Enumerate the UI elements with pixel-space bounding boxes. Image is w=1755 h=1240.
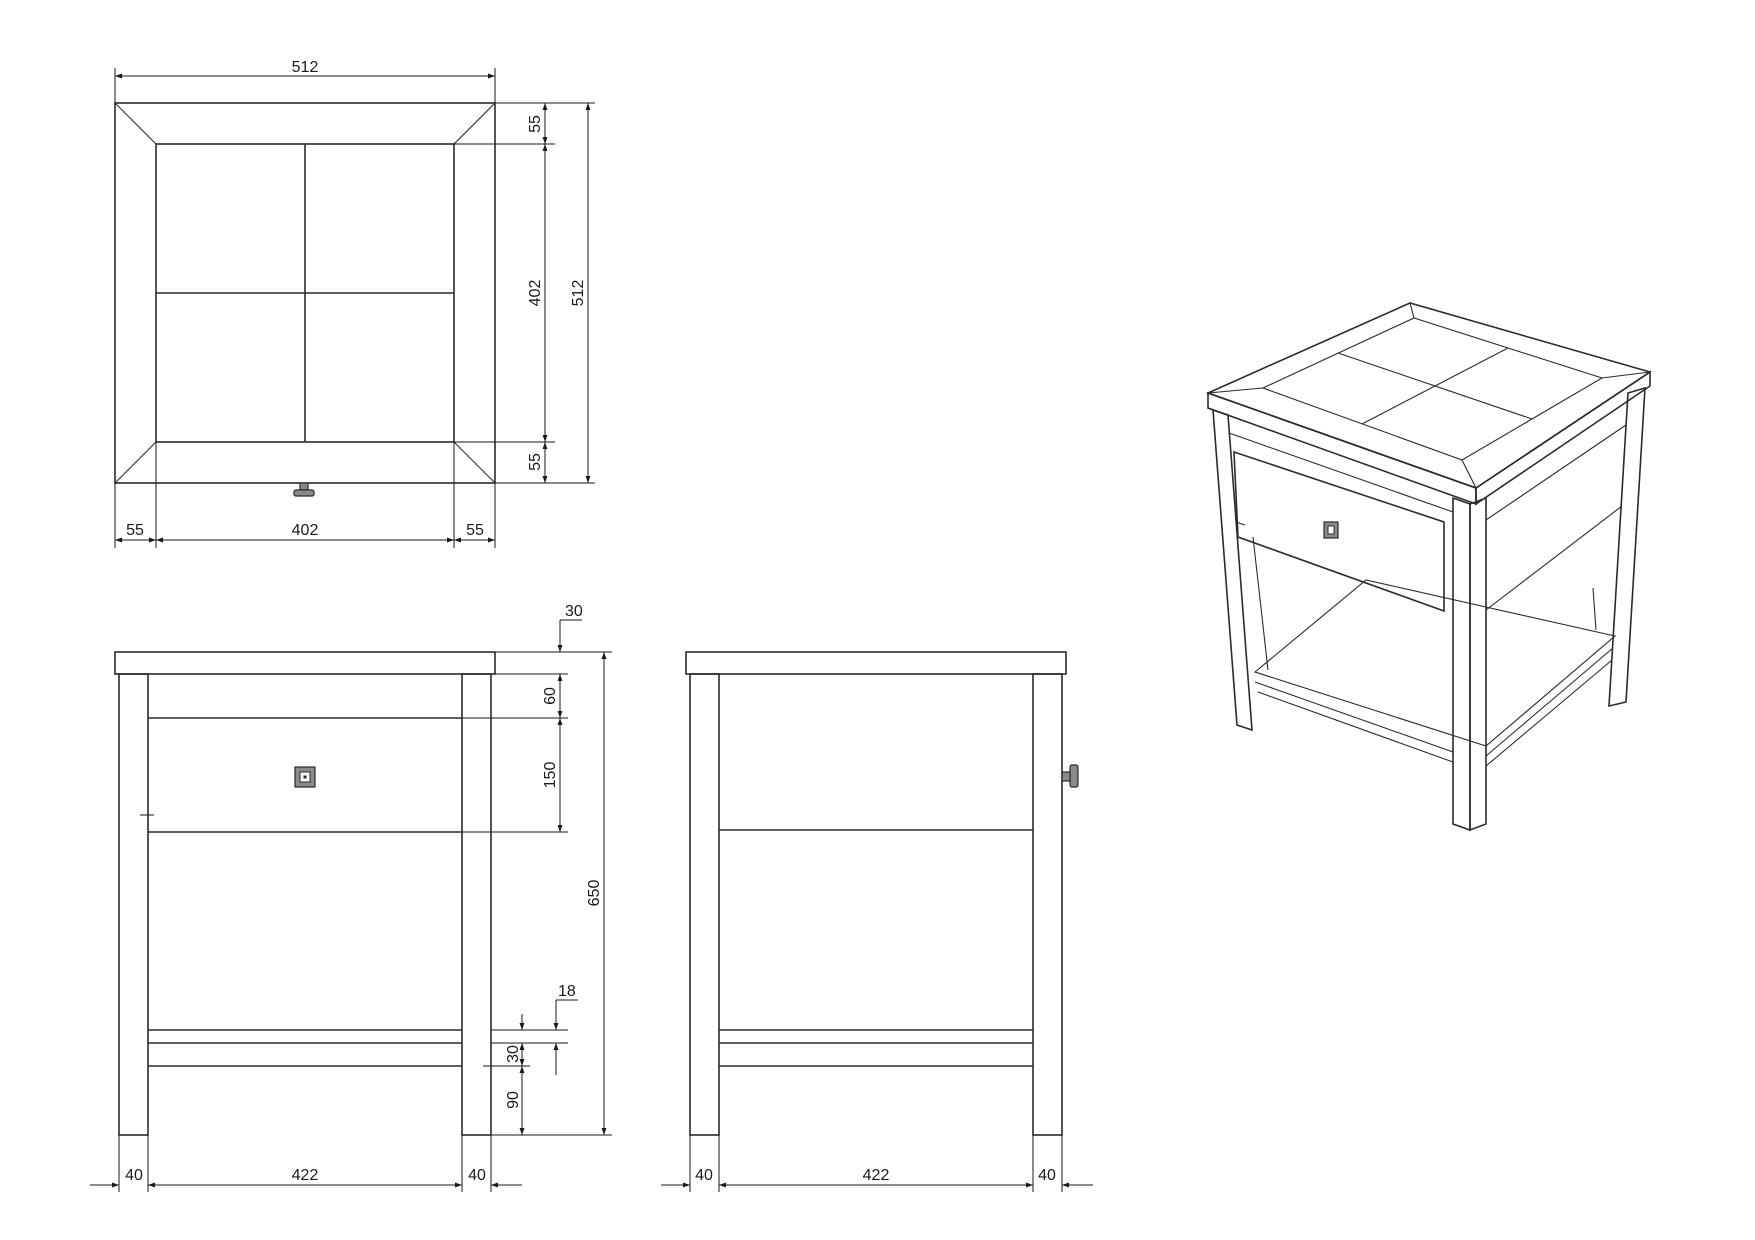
iso-top-side-edge <box>1475 370 1651 506</box>
dim-top-border-top: 55 <box>527 115 544 133</box>
dim-front-leg-right: 40 <box>468 1167 486 1184</box>
iso-shelf <box>1253 579 1617 747</box>
front-leg-left <box>118 673 149 1136</box>
dim-front-shelf: 18 <box>558 983 576 1000</box>
iso-drawer-knob-icon <box>1323 521 1339 539</box>
top-view: 512 55 402 55 512 55 402 55 <box>114 59 595 548</box>
side-tabletop <box>685 651 1067 675</box>
dim-front-total-height: 650 <box>586 880 603 907</box>
dim-side-leg-left: 40 <box>695 1167 713 1184</box>
iso-leg-front-right <box>1452 496 1471 832</box>
dim-front-apron: 60 <box>542 687 559 705</box>
dim-top-inner-depth: 402 <box>527 280 544 307</box>
front-tabletop <box>114 651 496 675</box>
dim-side-leg-right: 40 <box>1038 1167 1056 1184</box>
knob-icon <box>293 482 315 497</box>
isometric-view <box>1205 302 1652 832</box>
side-leg-left <box>689 673 720 1136</box>
drawer-knob-icon <box>294 766 316 788</box>
iso-top-surface <box>1205 302 1652 489</box>
dim-top-border-left: 55 <box>126 522 144 539</box>
dim-top-depth: 512 <box>570 280 587 307</box>
dim-side-inner-span: 422 <box>863 1167 890 1184</box>
dim-top-inner-width: 402 <box>292 522 319 539</box>
dim-front-top-thickness: 30 <box>565 603 583 620</box>
dim-front-inner-span: 422 <box>292 1167 319 1184</box>
side-view: 40 422 40 <box>661 651 1093 1192</box>
side-knob-icon <box>1061 764 1079 788</box>
iso-leg-front-left <box>1212 408 1253 732</box>
dim-front-clearance: 90 <box>505 1091 522 1109</box>
dim-front-drawer: 150 <box>542 762 559 789</box>
dim-top-border-bottom: 55 <box>527 453 544 471</box>
dim-top-border-right: 55 <box>466 522 484 539</box>
dim-top-width: 512 <box>292 59 319 76</box>
iso-leg-back-right <box>1608 386 1646 708</box>
front-leg-right <box>461 673 492 1136</box>
dim-front-shelf-gap: 30 <box>505 1045 522 1063</box>
side-leg-right <box>1032 673 1063 1136</box>
dim-front-leg-left: 40 <box>125 1167 143 1184</box>
iso-drawer-front <box>1233 450 1445 613</box>
front-view: 30 60 150 650 18 30 90 <box>90 603 612 1192</box>
